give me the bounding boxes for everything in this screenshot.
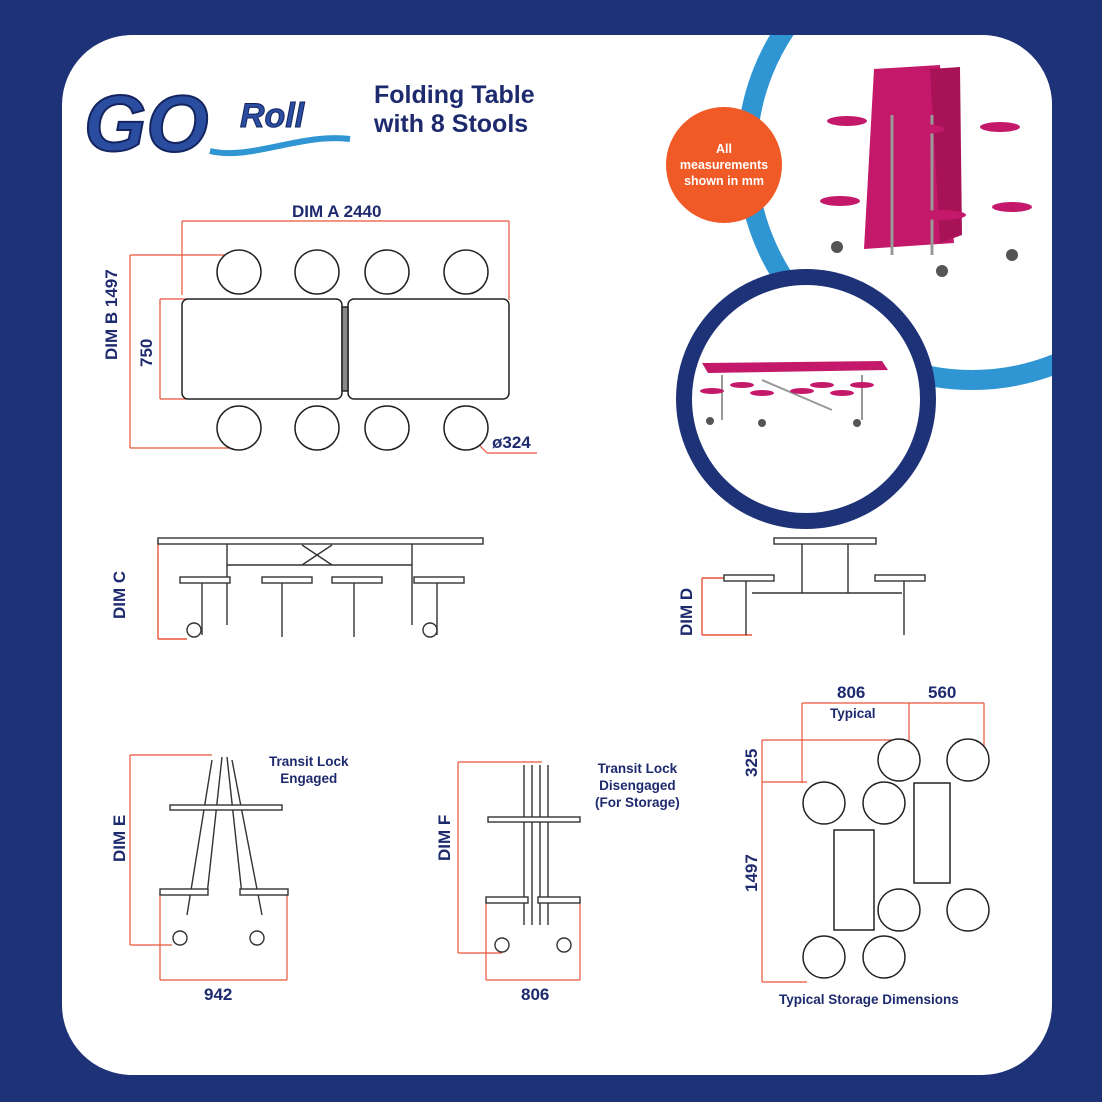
dim-d-label: DIM D (677, 587, 696, 636)
storage-caption: Typical Storage Dimensions (779, 992, 959, 1007)
storage-width-label: 806 (837, 683, 866, 702)
end-view (701, 537, 926, 636)
dim-b-label: DIM B 1497 (102, 269, 121, 360)
storage-height-label: 1497 (742, 854, 761, 892)
stool-diameter-label: ø324 (492, 433, 531, 452)
dim-a-label: DIM A 2440 (292, 202, 382, 221)
table-depth-label: 750 (137, 338, 156, 367)
logo-go: GO (84, 79, 208, 168)
storage-typical-label: Typical (830, 706, 876, 721)
folded-engaged-view (129, 754, 289, 981)
storage-offset-height-label: 325 (742, 748, 761, 777)
dim-e-label: DIM E (110, 814, 129, 862)
folded-table-photo (820, 65, 1032, 277)
title-line-2: with 8 Stools (374, 110, 529, 138)
dim-f-label: DIM F (435, 814, 454, 861)
badge-line-3: shown in mm (684, 174, 764, 188)
spec-card: GO Roll Folding Table with 8 Stools (62, 35, 1052, 1075)
storage-offset-width-label: 560 (928, 683, 957, 702)
folded-disengaged-view (457, 761, 581, 981)
badge-line-1: All (716, 142, 732, 156)
technical-drawings (129, 220, 990, 983)
disengaged-width-label: 806 (521, 985, 550, 1004)
page-title: Folding Table with 8 Stools (374, 81, 535, 139)
title-line-1: Folding Table (374, 81, 535, 109)
logo-roll: Roll (240, 97, 306, 135)
transit-engaged-label: Transit Lock Engaged (269, 754, 349, 786)
open-table-photo (700, 361, 888, 427)
storage-view (761, 702, 990, 983)
side-view (157, 537, 484, 640)
measurements-badge: All measurements shown in mm (666, 107, 782, 223)
product-photos (676, 35, 1052, 529)
transit-disengaged-label: Transit Lock Disengaged (For Storage) (595, 761, 680, 810)
goroll-logo: GO Roll (83, 78, 351, 169)
plan-view (129, 220, 537, 454)
dim-c-label: DIM C (110, 570, 129, 619)
badge-line-2: measurements (679, 158, 769, 172)
engaged-width-label: 942 (204, 985, 233, 1004)
